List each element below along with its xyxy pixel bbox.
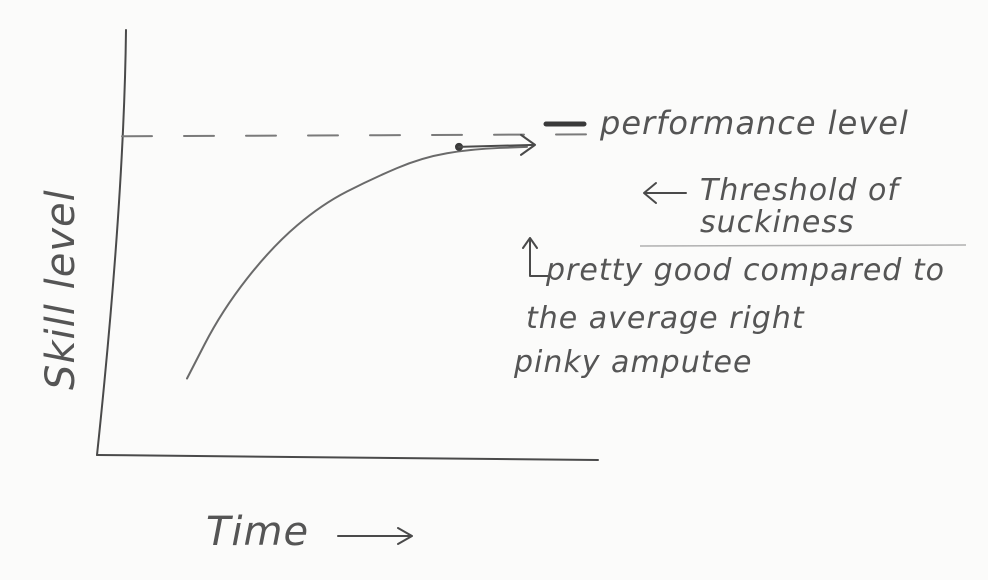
- annotation-text-line-3: pinky amputee: [513, 345, 752, 380]
- annotation-text-line-2: the average right: [526, 301, 805, 336]
- annotation-text: pretty good compared to the average righ…: [513, 253, 956, 380]
- annotation-arrow-icon: [522, 237, 549, 277]
- threshold-line: [121, 133, 613, 138]
- legend: performance level: [543, 104, 909, 142]
- axes: [96, 29, 599, 461]
- threshold-label-line-1: Threshold of: [700, 173, 902, 208]
- legend-label-performance-level: performance level: [599, 104, 909, 142]
- y-axis: [96, 29, 127, 456]
- x-axis: [96, 454, 599, 461]
- threshold-annotation: Threshold of suckiness: [639, 173, 967, 247]
- threshold-label: Threshold of suckiness: [700, 173, 910, 240]
- x-axis-label-group: Time: [206, 509, 413, 555]
- x-axis-label: Time: [206, 509, 309, 555]
- x-axis-arrow-icon: [337, 527, 413, 545]
- threshold-arrow-icon: [643, 182, 687, 204]
- annotation-text-line-1: pretty good compared to: [545, 253, 945, 288]
- y-axis-label: Skill level: [38, 189, 84, 390]
- threshold-label-line-2: suckiness: [700, 205, 855, 240]
- point-annotation: pretty good compared to the average righ…: [513, 237, 956, 380]
- series-line-performance-level: [186, 145, 528, 380]
- threshold-label-rule: [639, 244, 967, 247]
- series-arrow: [458, 133, 536, 156]
